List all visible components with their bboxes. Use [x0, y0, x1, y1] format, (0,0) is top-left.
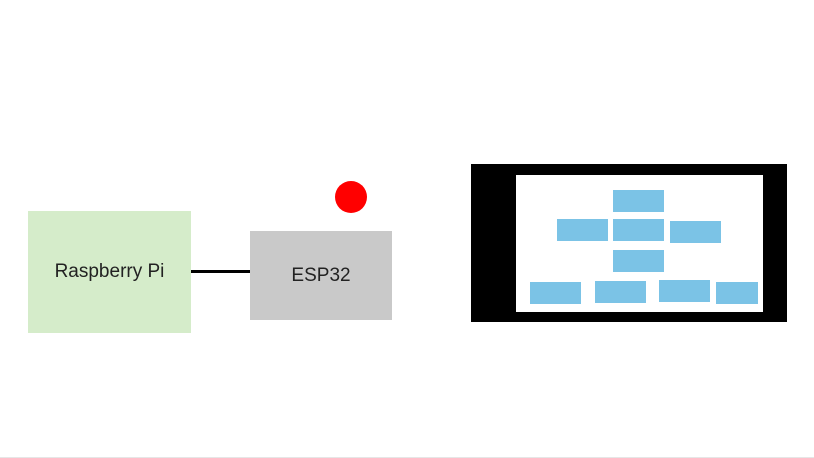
screen-tile — [557, 219, 608, 241]
esp32-label: ESP32 — [291, 264, 351, 286]
connection-line — [191, 270, 250, 273]
esp32-box: ESP32 — [250, 231, 392, 320]
display-device — [471, 164, 787, 322]
raspberry-pi-label: Raspberry Pi — [54, 261, 165, 282]
screen-tile — [613, 190, 664, 212]
screen-tile — [670, 221, 721, 243]
status-led-icon — [335, 181, 367, 213]
display-screen — [516, 175, 763, 312]
screen-tile — [613, 219, 664, 241]
screen-tile — [530, 282, 581, 304]
screen-tile — [613, 250, 664, 272]
raspberry-pi-box: Raspberry Pi — [28, 211, 191, 333]
screen-tile — [595, 281, 646, 303]
screen-tile — [716, 282, 758, 304]
screen-tile — [659, 280, 710, 302]
